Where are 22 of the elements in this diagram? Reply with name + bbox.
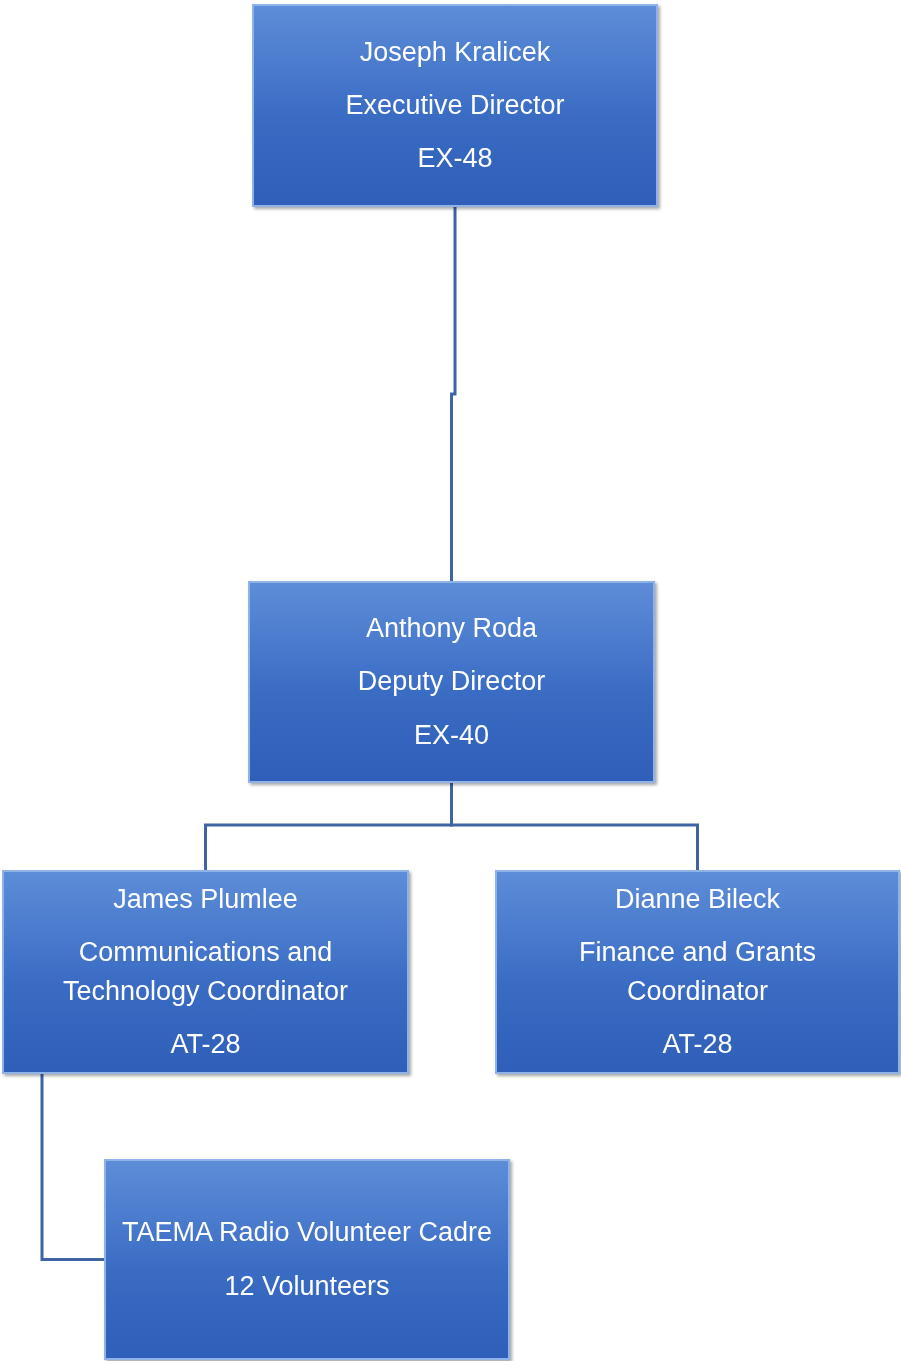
role-text: EX-40 [413, 718, 489, 752]
name-text: Anthony Roda [365, 612, 538, 646]
name-text: TAEMA Radio Volunteer Cadre [121, 1216, 493, 1250]
role-text: 12 Volunteers [224, 1269, 390, 1303]
role-text: AT-28 [662, 1028, 733, 1062]
role-text: EX-48 [417, 142, 493, 176]
org-box [2, 870, 409, 1074]
name-text: Joseph Kralicek [359, 35, 551, 69]
role-text: AT-28 [170, 1028, 241, 1062]
name-text: Dianne Bileck [614, 882, 781, 916]
org-box [248, 581, 655, 783]
org-box [252, 4, 658, 207]
name-text: James Plumlee [113, 882, 298, 916]
org-box [495, 870, 900, 1074]
org-box [104, 1159, 510, 1360]
role-text: Executive Director [345, 88, 565, 122]
role-text: Communications and Technology Coordinator [61, 935, 350, 1008]
role-text: Deputy Director [357, 665, 546, 699]
connector-line [40, 1074, 104, 1261]
role-text: Finance and Grants Coordinator [577, 935, 818, 1008]
connector-line [450, 783, 699, 870]
connector-line [450, 207, 457, 581]
